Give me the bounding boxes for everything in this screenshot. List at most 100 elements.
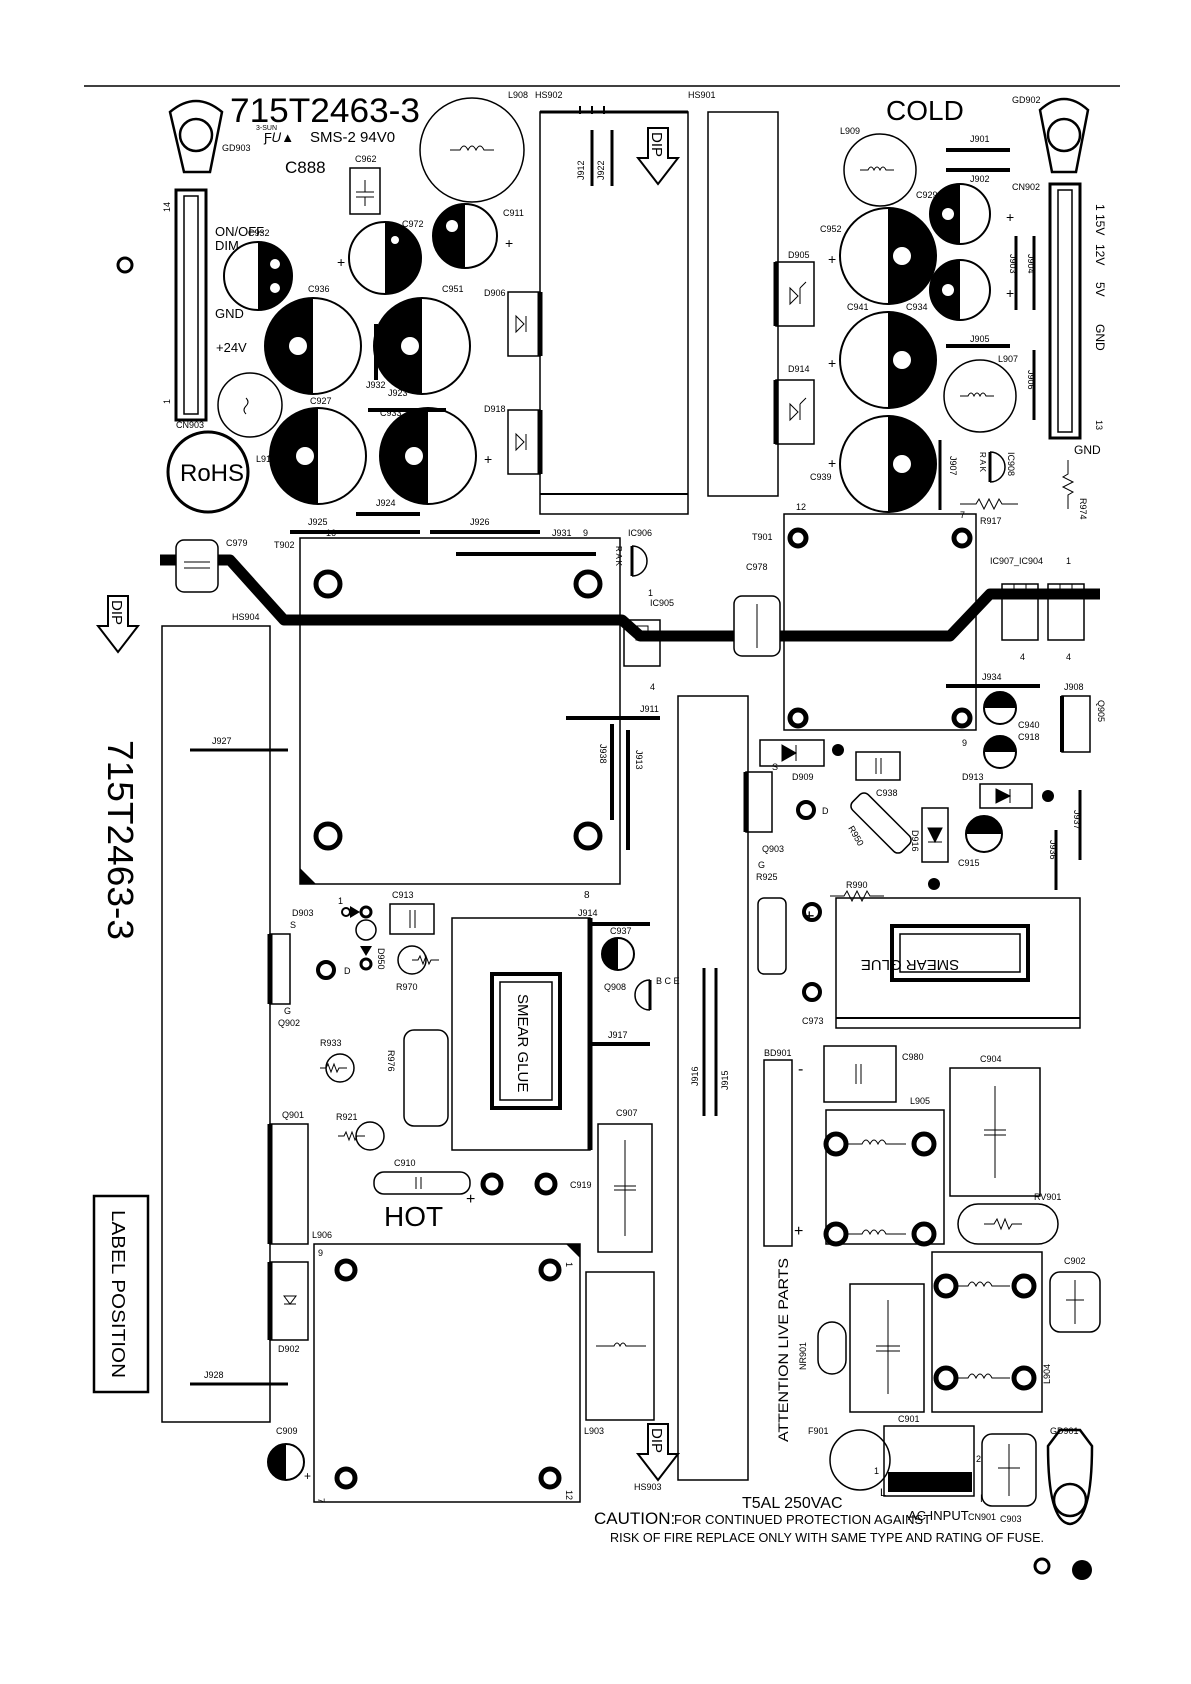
cn903-pin14: 14 [162,202,172,212]
capacitor-c962 [349,167,381,215]
rv901-label: RV901 [1034,1192,1061,1202]
resistor-r950 [850,792,912,854]
l905-label: L905 [910,1096,930,1106]
inductor-l905 [823,1109,945,1247]
capacitor-c901-block [849,1283,925,1413]
c973-plus: + [804,906,815,926]
cn901-label: CN901 [968,1512,996,1522]
j931-label: J931 [552,528,572,538]
j914-label: J914 [578,908,598,918]
c909-label: C909 [276,1426,298,1436]
hs904-label: HS904 [232,612,260,622]
r921-label: R921 [336,1112,358,1122]
bd901-label: BD901 [764,1048,792,1058]
heatsink-hs904 [161,625,271,1423]
diode-d909 [759,739,825,767]
c933-plus: + [484,451,492,467]
gd902-label: GD902 [1012,95,1041,105]
d950-label: D950 [376,948,386,970]
c938-label: C938 [876,788,898,798]
q903-d: D [822,806,829,816]
ic904-pin1: 1 [1066,556,1071,566]
resistor-r970 [397,945,439,975]
heatsink-hs903 [677,695,749,1481]
c901-label: C901 [898,1414,920,1424]
resistor-r976 [403,1029,449,1127]
cn902-pin13: 13 [1094,420,1104,430]
date-code: C888 [285,158,326,177]
bd901-plus: + [794,1223,803,1240]
inductor-l904 [931,1251,1043,1413]
c934-label: C934 [906,302,928,312]
fuse-rating: T5AL 250VAC [742,1495,843,1512]
t901-pin12: 12 [796,502,806,512]
resistor-r921 [338,1121,385,1151]
ic908-label: IC908 [1006,452,1016,476]
capacitor-c979 [175,539,219,593]
j937-label: J937 [1072,810,1082,830]
ul-logo: Ƒ𝑈▲ [263,130,294,145]
f901-label: F901 [808,1426,829,1436]
dip-arrow-top [635,127,681,186]
l904-label: L904 [1042,1364,1052,1384]
gd901-lug [1046,1428,1094,1526]
c911-plus: + [505,235,513,251]
vendor-mark: 3-SUN [256,125,277,132]
transistor-q902 [267,933,336,1005]
ic906 [630,545,648,577]
ground-trace [160,554,1100,642]
diode-d914 [773,379,815,445]
smear-glue-left: SMEAR GLUE [514,994,531,1092]
ic906-label: IC906 [628,528,652,538]
smear-glue-right: SMEAR GLUE [861,956,959,973]
capacitor-c932 [223,241,293,311]
resistor-r990 [830,889,884,903]
gnd-label-left: GND [215,306,244,321]
c952-plus: + [828,251,836,267]
c913-label: C913 [392,890,414,900]
j936-label: J936 [1048,840,1058,860]
mounting-hole-left [116,256,134,274]
label-position-box [92,1194,150,1394]
j913-label: J913 [634,750,644,770]
caution-line2: RISK OF FIRE REPLACE ONLY WITH SAME TYPE… [610,1530,1044,1545]
dip-arrow-bottom [635,1423,681,1482]
diode-d903 [341,905,373,919]
d918-label: D918 [484,404,506,414]
j906-label: J906 [1026,370,1036,390]
j931-pin9: 9 [583,528,588,538]
capacitor-c911 [432,203,498,269]
capacitor-c929 [929,183,991,245]
transformer-t901 [783,513,977,731]
ic905 [623,619,661,667]
plus24-label: +24V [216,340,247,355]
c952-label: C952 [820,224,842,234]
dip-label-left: DIP [108,600,125,625]
out-115-label: 1 15V [1093,204,1107,235]
d916-dot [928,878,940,890]
cn903-label: CN903 [176,420,204,430]
nr901-label: NR901 [798,1342,808,1370]
ic907-ic904-label: IC907_IC904 [990,556,1043,566]
r970-label: R970 [396,982,418,992]
out-gnd-label: GND [1093,324,1107,351]
r990-label: R990 [846,880,868,890]
capacitor-c972 [348,221,422,295]
capacitor-c919 [480,1172,558,1196]
t901-label: T901 [752,532,773,542]
ic908 [988,451,1006,483]
capacitor-c903 [981,1433,1037,1507]
capacitor-c902 [1049,1271,1101,1333]
capacitor-c938 [855,751,901,781]
c919-label: C919 [570,1180,592,1190]
capacitor-c934 [929,259,991,321]
resistor-r974 [1061,460,1075,509]
board-part-number-vertical: 715T2463-3 [100,740,141,940]
r925-label: R925 [756,872,778,882]
c978-label: C978 [746,562,768,572]
rohs-text: RoHS [180,460,244,487]
l907-label: L907 [998,354,1018,364]
c910-label: C910 [394,1158,416,1168]
q902-s: S [290,920,296,930]
bridge-bd901 [763,1059,793,1247]
